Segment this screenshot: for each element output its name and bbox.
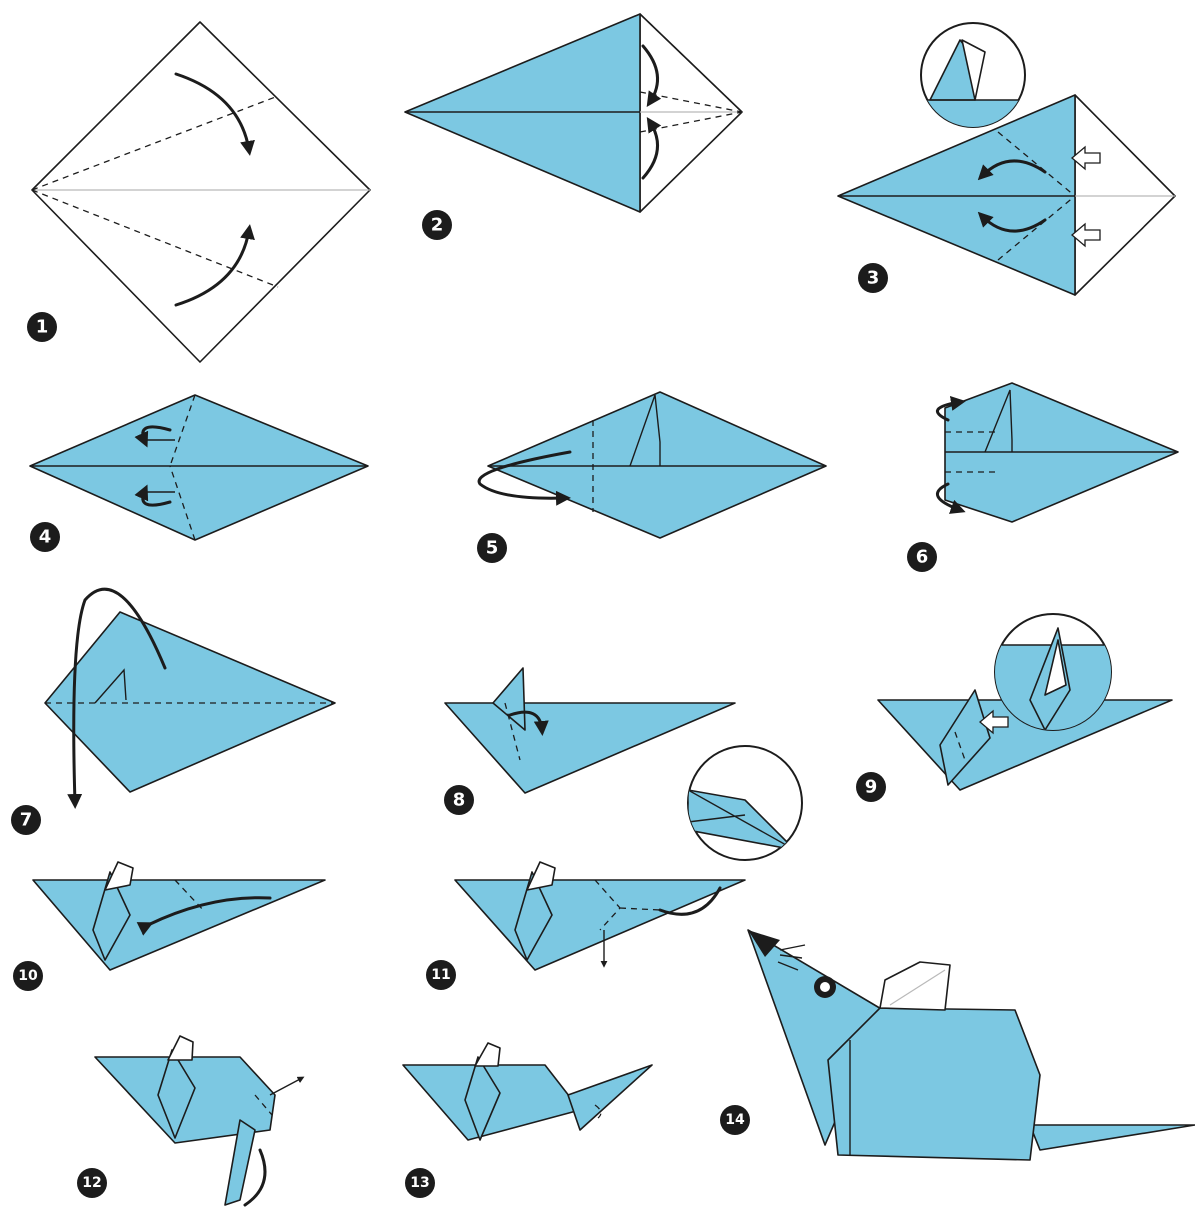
step-10-figure: [33, 862, 325, 970]
step-4-number: 4: [39, 527, 52, 548]
step-11-detail-lens: [688, 746, 802, 860]
step-8-number: 8: [453, 790, 466, 811]
step-2-figure: [405, 14, 742, 212]
step-10-number: 10: [18, 968, 38, 984]
step-10-badge: 10: [13, 961, 43, 991]
step-3-badge: 3: [858, 263, 888, 293]
step-2-number: 2: [431, 215, 444, 236]
step-1-figure: [32, 22, 370, 362]
step-14-badge: 14: [720, 1105, 750, 1135]
step-7-badge: 7: [11, 805, 41, 835]
step-9-figure: [878, 614, 1172, 790]
step-6-number: 6: [916, 547, 929, 568]
step-5-figure: [479, 392, 826, 538]
step-6-figure: [937, 383, 1178, 522]
step-9-number: 9: [865, 777, 878, 798]
step-14-number: 14: [725, 1112, 745, 1128]
step-13-figure: [403, 1043, 652, 1140]
step-4-badge: 4: [30, 522, 60, 552]
step-11-number: 11: [431, 967, 450, 983]
step-14-figure: [748, 930, 1195, 1160]
step-7-figure: [45, 589, 335, 803]
step-11-badge: 11: [426, 960, 456, 990]
step-3-number: 3: [867, 268, 880, 289]
step-5-badge: 5: [477, 533, 507, 563]
step-5-number: 5: [486, 538, 499, 559]
step-13-badge: 13: [405, 1168, 435, 1198]
step-12-figure: [95, 1036, 302, 1205]
mouse-body: [828, 1008, 1040, 1160]
step-2-badge: 2: [422, 210, 452, 240]
step-6-badge: 6: [907, 542, 937, 572]
step-4-figure: [30, 395, 368, 540]
step-13-number: 13: [410, 1175, 429, 1191]
step-12-badge: 12: [77, 1168, 107, 1198]
mouse-tail: [1030, 1125, 1195, 1150]
step-1-number: 1: [36, 317, 49, 338]
step-9-badge: 9: [856, 772, 886, 802]
step-3-detail-lens: [921, 23, 1025, 130]
step-1-badge: 1: [27, 312, 57, 342]
step-8-badge: 8: [444, 785, 474, 815]
mouse-ear: [880, 962, 950, 1010]
step-3-figure: [838, 23, 1175, 295]
step-7-number: 7: [20, 810, 33, 831]
step-8-figure: [445, 668, 735, 793]
step-12-number: 12: [82, 1175, 101, 1191]
